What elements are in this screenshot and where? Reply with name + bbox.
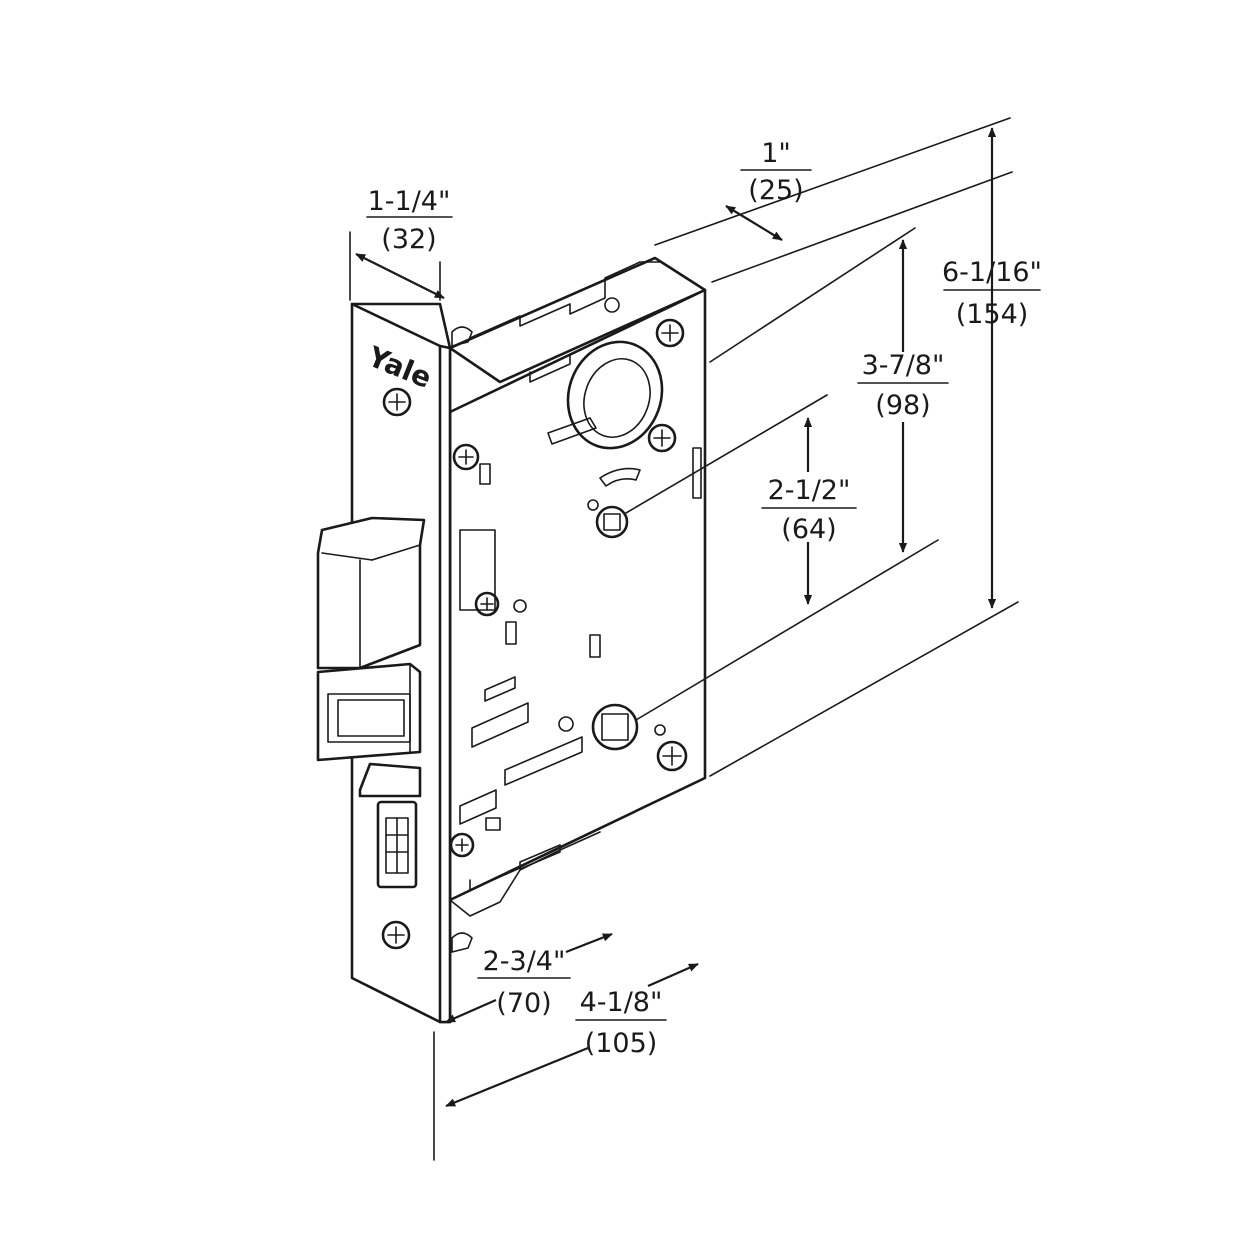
dim-imperial: 3-7/8" [862, 350, 945, 381]
dim-metric: (25) [748, 175, 803, 206]
screw-icon [655, 318, 685, 348]
screw-icon [452, 443, 480, 471]
extension-lines [349, 117, 1019, 1161]
guard-bolt [358, 762, 422, 798]
dim-imperial: 2-3/4" [483, 946, 566, 977]
dim-metric: (70) [496, 988, 551, 1019]
screw-icon [656, 740, 688, 772]
spindle-hub-upper [595, 505, 629, 539]
dim-imperial: 4-1/8" [580, 987, 663, 1018]
dim-metric: (105) [585, 1028, 658, 1059]
dim-metric: (32) [381, 224, 436, 255]
spindle-hub-lower [591, 703, 639, 751]
cylinder-hub [547, 340, 664, 487]
auxiliary-latch [376, 800, 418, 889]
dimension-hub-spacing: 2-1/2" (64) [760, 417, 858, 605]
dimension-hub-to-bottom: 3-7/8" (98) [856, 239, 952, 553]
screw-icon [382, 387, 412, 417]
case-slots [459, 463, 601, 870]
faceplate: Yale [350, 302, 473, 1024]
screw-icon [647, 423, 677, 453]
deadbolt [316, 516, 426, 670]
dim-imperial: 1-1/4" [368, 186, 451, 217]
dimension-overall-height: 6-1/16" (154) [942, 127, 1042, 609]
dim-imperial: 6-1/16" [942, 257, 1042, 288]
dim-imperial: 2-1/2" [768, 475, 851, 506]
screw-icon [381, 920, 411, 950]
latch-bolt [316, 662, 422, 762]
dimension-backset: 2-3/4" (70) [445, 932, 613, 1024]
dim-imperial: 1" [761, 138, 791, 169]
dim-metric: (154) [956, 299, 1029, 330]
dimension-faceplate-width: 1-1/4" (32) [355, 186, 453, 299]
lock-case [448, 256, 707, 917]
dimension-case-step: 1" (25) [725, 138, 812, 241]
dim-metric: (64) [781, 514, 836, 545]
dimension-case-depth: 4-1/8" (105) [445, 962, 699, 1108]
screw-icon [449, 832, 475, 858]
dim-metric: (98) [875, 390, 930, 421]
